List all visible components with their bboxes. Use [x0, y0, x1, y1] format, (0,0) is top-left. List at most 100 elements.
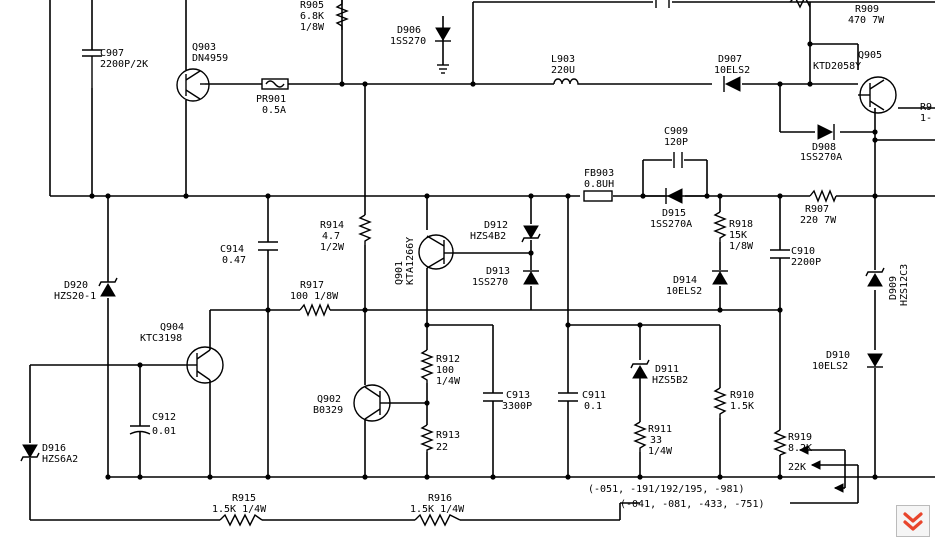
label-r914w: 1/2W	[320, 242, 345, 253]
label-r905w: 1/8W	[300, 22, 325, 33]
scroll-down-button[interactable]	[896, 505, 930, 537]
label-r910: R910	[730, 390, 754, 401]
capacitor-c914	[258, 241, 278, 251]
label-q901: Q901	[394, 261, 405, 285]
label-d916: D916	[42, 443, 66, 454]
label-r919: R919	[788, 432, 812, 443]
resistor-r910	[713, 387, 727, 418]
label-c910: C910	[791, 246, 815, 257]
label-r912w: 1/4W	[436, 376, 461, 387]
label-q904v: KTC3198	[140, 333, 182, 344]
label-r919alt: 22K	[788, 462, 806, 473]
label-d913v: 1SS270	[472, 277, 508, 288]
label-d907: D907	[718, 54, 742, 65]
label-variant1: (-051, -191/192/195, -981)	[588, 484, 745, 495]
label-d915v: 1SS270A	[650, 219, 692, 230]
label-d914: D914	[673, 275, 697, 286]
diode-d915	[665, 188, 683, 204]
label-c911v: 0.1	[584, 401, 602, 412]
label-q903: Q903	[192, 42, 216, 53]
label-r915: R915	[232, 493, 256, 504]
diode-d910	[867, 353, 883, 368]
diode-d907	[723, 76, 741, 92]
resistor-r912	[420, 349, 434, 383]
label-variant2: (-041, -081, -433, -751)	[620, 499, 765, 510]
label-d920: D920	[64, 280, 88, 291]
ferrite-bead-fb903	[583, 190, 613, 202]
label-d911v: HZS5B2	[652, 375, 688, 386]
resistor-r905	[335, 0, 349, 30]
diode-d914	[712, 270, 728, 285]
label-c907v: 2200P/2K	[100, 59, 148, 70]
label-r911w: 1/4W	[648, 446, 673, 457]
label-r916v: 1.5K 1/4W	[410, 504, 465, 515]
label-d908: D908	[812, 142, 836, 153]
label-d908v: 1SS270A	[800, 152, 842, 163]
label-d914v: 10ELS2	[666, 286, 702, 297]
components	[20, 0, 897, 527]
label-c914v: 0.47	[222, 255, 246, 266]
label-r912v: 100	[436, 365, 454, 376]
label-c909v: 120P	[664, 137, 688, 148]
selector-arrow-1	[798, 445, 809, 455]
transistor-q901	[418, 234, 454, 270]
resistor-r911	[633, 421, 647, 452]
zener-d916	[20, 444, 40, 462]
label-pr901v: 0.5A	[262, 105, 286, 116]
label-fb903: FB903	[584, 168, 614, 179]
resistor-r919	[773, 429, 787, 456]
label-r909: R909	[855, 4, 879, 15]
label-r917v: 100 1/8W	[290, 291, 339, 302]
zener-d912	[521, 225, 541, 243]
label-q902: Q902	[317, 394, 341, 405]
capacitor-top	[655, 0, 670, 8]
label-r911v: 33	[650, 435, 662, 446]
capacitor-c909	[673, 152, 683, 168]
transistor-q904	[185, 346, 224, 384]
label-r919v: 8.2K	[788, 443, 812, 454]
diode-d906	[435, 27, 451, 74]
label-d915: D915	[662, 208, 686, 219]
resistor-r907	[809, 189, 837, 203]
label-r911: R911	[648, 424, 672, 435]
resistor-r913	[420, 424, 434, 452]
label-r909v: 470 7W	[848, 15, 885, 26]
label-c912v: 0.01	[152, 426, 176, 437]
label-d906: D906	[397, 25, 421, 36]
label-r905: R905	[300, 0, 324, 11]
fuse-pr901	[261, 78, 289, 90]
label-c914: C914	[220, 244, 244, 255]
label-fb903v: 0.8UH	[584, 179, 614, 190]
label-q905: Q905	[858, 50, 882, 61]
transistor-q905	[858, 76, 897, 114]
zener-d911	[630, 359, 650, 379]
label-r915v: 1.5K 1/4W	[212, 504, 267, 515]
transistor-q902	[353, 384, 391, 422]
label-d909v: HZS12C3	[899, 264, 910, 306]
label-r913v: 22	[436, 442, 448, 453]
resistor-r915	[219, 513, 263, 527]
label-r913: R913	[436, 430, 460, 441]
label-d913: D913	[486, 266, 510, 277]
label-r907v: 220 7W	[800, 215, 837, 226]
label-l903: L903	[551, 54, 575, 65]
label-d920v: HZS20-1	[54, 291, 96, 302]
selector-arrow-2	[810, 460, 821, 470]
label-pr901: PR901	[256, 94, 286, 105]
zener-d920	[98, 277, 118, 297]
label-c910v: 2200P	[791, 257, 821, 268]
label-d910v: 10ELS2	[812, 361, 848, 372]
label-d909: D909	[888, 276, 899, 300]
label-r918: R918	[729, 219, 753, 230]
resistor-r914	[358, 214, 372, 245]
capacitor-c912	[129, 425, 151, 435]
resistor-r918	[713, 211, 727, 242]
capacitor-c913	[483, 392, 503, 402]
capacitor-c910	[770, 249, 790, 259]
label-r916: R916	[428, 493, 452, 504]
label-r9xv: 1-	[920, 113, 932, 124]
diode-d908	[817, 124, 835, 140]
label-r914v: 4.7	[322, 231, 340, 242]
junctions	[89, 41, 878, 480]
